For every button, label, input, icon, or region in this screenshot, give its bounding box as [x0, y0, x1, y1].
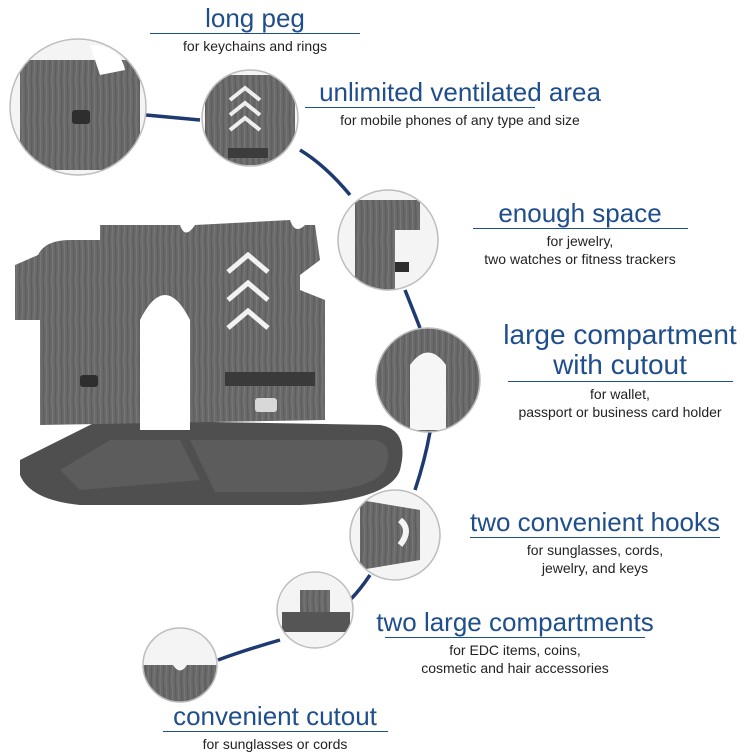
zoom-circle-hooks	[349, 489, 441, 581]
docking-station	[15, 220, 403, 505]
feature-title: enough space	[498, 198, 662, 228]
feature-large-compartments: two large compartments for EDC items, co…	[360, 608, 670, 677]
feature-subtitle-line: jewelry, and keys	[541, 560, 649, 576]
title-underline	[162, 731, 388, 732]
feature-subtitle-line: for jewelry,	[546, 233, 614, 249]
feature-title: two convenient hooks	[469, 507, 721, 537]
feature-enough-space: enough space for jewelry, two watches or…	[460, 199, 700, 268]
zoom-circle-enough-space	[337, 189, 439, 291]
feature-title: convenient cutout	[173, 701, 377, 731]
zoom-circle-compartments	[276, 571, 354, 649]
zoom-circle-large-compartment	[375, 327, 481, 433]
feature-title: two large compartments	[376, 607, 654, 637]
feature-ventilated-area: unlimited ventilated area for mobile pho…	[305, 78, 615, 129]
title-underline	[305, 107, 535, 108]
feature-long-peg: long peg for keychains and rings	[150, 4, 360, 55]
feature-title-line: large compartment	[503, 319, 737, 350]
zoom-circle-ventilated	[201, 69, 299, 167]
feature-title: unlimited ventilated area	[319, 77, 601, 107]
feature-subtitle-line: for EDC items, coins,	[449, 642, 581, 658]
feature-subtitle-line: for sunglasses, cords,	[526, 542, 664, 558]
zoom-circle-cutout	[142, 627, 218, 703]
feature-subtitle: for sunglasses or cords	[202, 736, 348, 752]
feature-subtitle-line: two watches or fitness trackers	[484, 251, 676, 267]
feature-title-line: with cutout	[553, 349, 687, 380]
connector-arc	[145, 113, 432, 662]
title-underline	[385, 637, 645, 638]
feature-subtitle: for mobile phones of any type and size	[340, 112, 580, 128]
feature-large-compartment: large compartment with cutout for wallet…	[495, 320, 745, 421]
feature-subtitle-line: passport or business card holder	[518, 404, 722, 420]
feature-hooks: two convenient hooks for sunglasses, cor…	[455, 508, 735, 577]
title-underline	[472, 228, 688, 229]
feature-cutout: convenient cutout for sunglasses or cord…	[150, 702, 400, 753]
feature-subtitle: for keychains and rings	[183, 38, 327, 54]
title-underline	[470, 537, 720, 538]
feature-subtitle-line: cosmetic and hair accessories	[421, 660, 609, 676]
zoom-circle-long-peg	[9, 38, 147, 176]
feature-subtitle-line: for wallet,	[590, 386, 650, 402]
title-underline	[150, 33, 360, 34]
feature-title: long peg	[205, 3, 305, 33]
title-underline	[507, 381, 733, 382]
